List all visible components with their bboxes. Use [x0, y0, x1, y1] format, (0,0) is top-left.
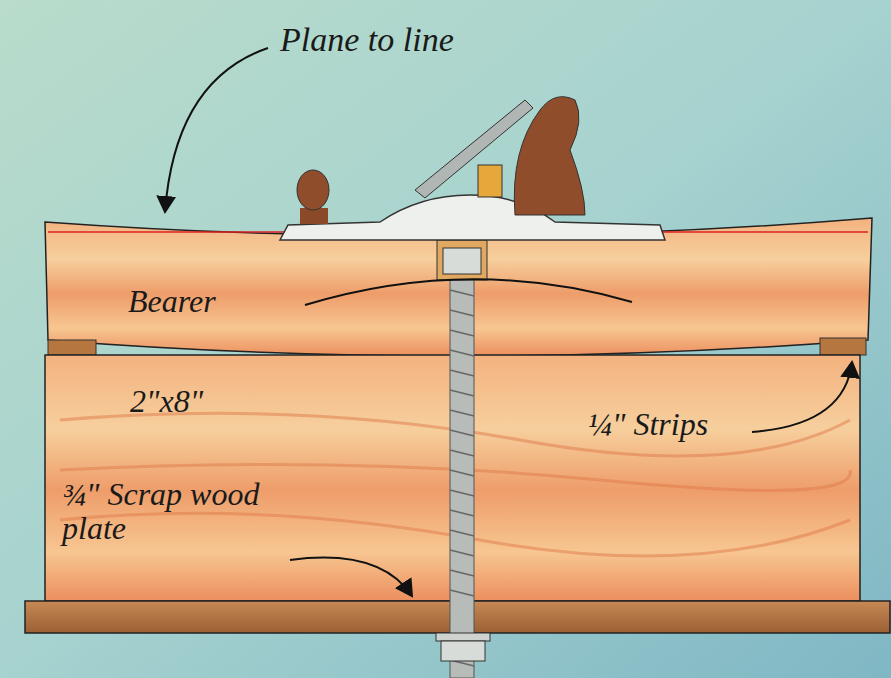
threaded-rod: [450, 262, 474, 678]
leader-arrow: [165, 48, 268, 212]
bottom-nut: [441, 641, 485, 661]
part-label: 2"x8": [130, 385, 260, 419]
top-nut: [443, 248, 481, 274]
washer-recess: [437, 240, 487, 280]
leader-arrow: [752, 362, 852, 432]
plane-handle: [514, 97, 585, 215]
strip: [48, 340, 96, 355]
bend-arc: [305, 279, 632, 305]
hand-plane: [280, 195, 665, 240]
thread: [450, 270, 474, 666]
depth-adjuster: [478, 165, 502, 197]
washer: [436, 633, 490, 641]
part-label: ¾" Scrap wood plate: [62, 478, 292, 545]
part-label: Plane to line: [280, 22, 540, 58]
strip: [820, 338, 866, 355]
part-label: Bearer: [128, 285, 288, 319]
part-label: ¼" Strips: [588, 408, 758, 442]
plane-knob: [297, 170, 329, 210]
leader-arrow: [290, 558, 412, 596]
